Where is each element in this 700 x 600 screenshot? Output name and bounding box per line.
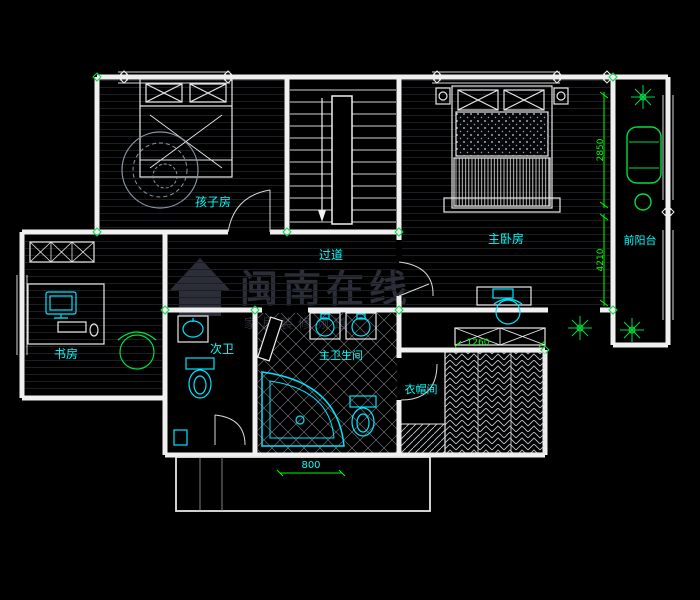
balcony-furniture [626,84,662,211]
label-study: 书房 [54,346,78,361]
label-front-balcony: 前阳台 [624,233,657,247]
master-bedroom-door [398,261,434,297]
balcony-table [634,193,652,211]
label-closet: 衣帽间 [405,382,438,396]
closet-wardrobe-hatch [444,351,546,454]
study-furniture [27,241,157,370]
label-children-room: 孩子房 [195,194,231,209]
children-room-furniture [121,78,271,233]
keyboard [57,321,87,333]
master-bed [451,85,553,209]
bathroom-door-leaf [257,316,283,362]
balcony-lounge-chair [626,126,662,184]
label-corridor: 过道 [319,248,343,262]
bed-end-rug [453,157,551,207]
closet-shelf-hatch [400,423,446,454]
bedroom-desk [476,286,532,306]
staircase [290,89,396,225]
floor-texture [25,80,610,395]
bedroom-chair [492,288,523,325]
stair-stringer [331,95,353,225]
bed-base [443,197,561,213]
master-bath-fixtures [257,312,377,447]
room-labels: 孩子房 主卧房 前阳台 过道 书房 次卫 主卫生间 衣帽间 [54,194,657,396]
secondary-bath-door [214,414,246,446]
walls [19,74,671,458]
closet-fixtures [400,351,546,454]
dim-4210: 4210 [596,248,606,271]
study-cabinet [29,241,95,263]
closet-door [400,363,438,401]
corner-bathtub [261,371,345,447]
nightstand-left [435,87,451,105]
bed-quilt [455,111,549,157]
toilet [185,357,215,399]
wash-basin [315,317,335,337]
label-secondary-bath: 次卫 [210,342,234,356]
study-desk [27,283,105,345]
dim-800: 800 [301,460,320,471]
label-master-bath: 主卫生间 [319,348,363,362]
wash-basin [351,317,371,337]
mop-basin [173,429,188,446]
study-chair [117,331,157,370]
dimension-lines [276,91,609,477]
computer-monitor [45,291,77,319]
entry-steps [175,456,431,512]
windows [16,71,674,355]
master-bedroom-furniture [398,85,645,346]
label-master-bedroom: 主卧房 [488,231,524,246]
nightstand-right [553,87,569,105]
dimension-texts: 2850 4210 1260 800 [301,138,606,471]
children-room-door [227,189,271,233]
secondary-bath-fixtures [173,315,246,446]
toilet [349,395,377,437]
round-rug [121,131,199,209]
mouse [89,323,99,337]
dim-2850: 2850 [596,138,606,161]
sink-counter [177,315,209,343]
dim-1260: 1260 [467,338,490,348]
